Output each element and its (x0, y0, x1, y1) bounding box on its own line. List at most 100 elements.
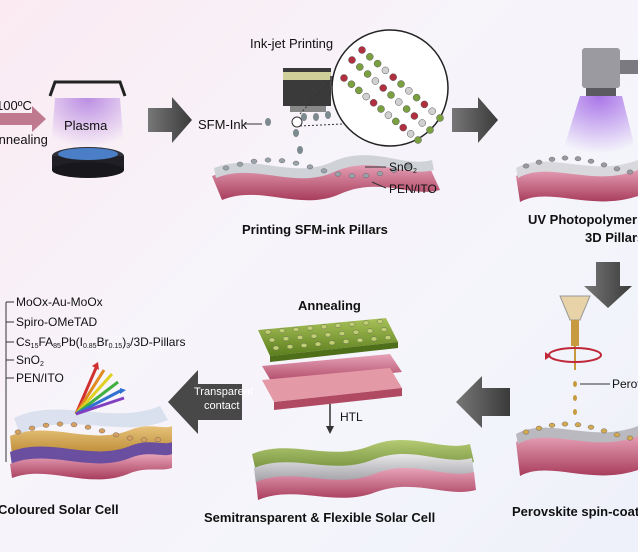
pillar (272, 345, 280, 351)
coloured-solar-cell (10, 406, 172, 480)
transparent-contact-line2: contact (204, 400, 240, 412)
pillar (376, 319, 384, 324)
pillar (600, 428, 608, 434)
molecule-atom (410, 112, 419, 120)
anneal-temp-label: 100ºC (0, 98, 32, 113)
pillar (370, 336, 378, 342)
molecule-atom (369, 99, 378, 107)
pillar (338, 331, 346, 336)
pillar (306, 325, 314, 331)
pillar (548, 422, 556, 428)
annealing-title: Annealing (298, 298, 361, 313)
pillar (356, 337, 364, 343)
pillar (587, 424, 595, 430)
pillar (56, 421, 64, 427)
ink-molecules (340, 46, 444, 144)
molecule-atom (356, 63, 364, 71)
layer-label-perovskite: Cs15FA85Pb(I0.85Br0.15)3/3D-Pillars (16, 335, 186, 350)
uv-caption-line1: UV Photopolymerized (528, 212, 638, 227)
anneal-label: Annealing (0, 132, 48, 147)
molecule-atom (377, 105, 385, 113)
molecule-atom (379, 84, 387, 92)
molecule-atom (399, 123, 407, 132)
molecule-atom (412, 93, 421, 102)
pillar (600, 162, 608, 168)
pillar (548, 156, 556, 162)
pillar (278, 158, 286, 164)
pillar (366, 328, 374, 334)
pillar (613, 166, 621, 172)
pillar (296, 334, 304, 340)
ink-droplets (244, 111, 331, 154)
layer-label-etl: SnO2 (16, 353, 44, 368)
layer-leader-lines (5, 301, 14, 462)
molecule-atom (405, 87, 413, 95)
molecule-atom (402, 105, 411, 113)
pillar (535, 159, 543, 165)
inkjet-label: Ink-jet Printing (250, 36, 334, 51)
pillar (362, 320, 370, 326)
pillar (278, 328, 286, 334)
molecule-atom (418, 119, 426, 127)
pillar (324, 332, 332, 338)
molecule-atom (371, 77, 380, 85)
molecule-atom (384, 111, 393, 119)
pillar (348, 173, 356, 179)
arrow-to-uv (452, 97, 498, 143)
pillar (292, 326, 300, 332)
molecule-atom (392, 117, 400, 126)
molecule-atom (387, 91, 395, 99)
printing-substrate (212, 155, 440, 201)
pillar (342, 339, 350, 344)
semitransparent-caption: Semitransparent & Flexible Solar Cell (204, 510, 436, 525)
pillar (613, 432, 621, 438)
pillar (268, 337, 276, 343)
molecule-atom (362, 92, 370, 101)
coloured-caption: Coloured Solar Cell (0, 502, 119, 517)
molecule-atom (397, 80, 405, 88)
pillar (306, 164, 314, 170)
perovskite-label: Perovskite (612, 377, 638, 391)
uv-pillars (522, 155, 634, 175)
pillar (70, 422, 78, 428)
pillar (390, 167, 398, 173)
arrow-down-right (584, 262, 632, 308)
layer-label-substrate: PEN/ITO (16, 371, 64, 385)
pillar (626, 435, 634, 441)
pillar (140, 437, 148, 443)
pipette (559, 295, 591, 415)
ink-molecule-magnifier (331, 29, 449, 147)
pillar (320, 324, 328, 330)
molecule-atom (406, 130, 415, 138)
pillar (292, 160, 300, 166)
molecule-atom (355, 86, 363, 95)
pillar (362, 173, 370, 179)
pillar (328, 340, 336, 346)
plasma-label: Plasma (64, 118, 108, 133)
pillar (380, 327, 388, 332)
pillar (561, 155, 569, 161)
pillar (98, 428, 106, 434)
pillar (222, 165, 230, 171)
molecule-atom (420, 100, 429, 109)
pillar (334, 171, 342, 177)
pillar (404, 163, 412, 169)
sfm-ink-label: SFM-Ink (198, 117, 248, 132)
uv-caption-line2: 3D Pillars (585, 230, 638, 245)
layer-label-electrode: MoOx-Au-MoOx (16, 295, 103, 309)
semitransparent-cell (252, 440, 476, 500)
pillar (587, 158, 595, 164)
pillar (286, 344, 294, 350)
annealing-arrow (0, 106, 46, 132)
arrow-to-printing (148, 97, 192, 143)
layer-label-htl: Spiro-OMeTAD (16, 315, 98, 329)
pillar (522, 163, 530, 169)
molecule-atom (363, 70, 372, 78)
pillar (535, 425, 543, 431)
molecule-atom (373, 59, 382, 68)
pillar (14, 429, 22, 435)
printed-pillars (222, 157, 412, 179)
pillar (561, 421, 569, 427)
molecule-atom (381, 66, 390, 75)
